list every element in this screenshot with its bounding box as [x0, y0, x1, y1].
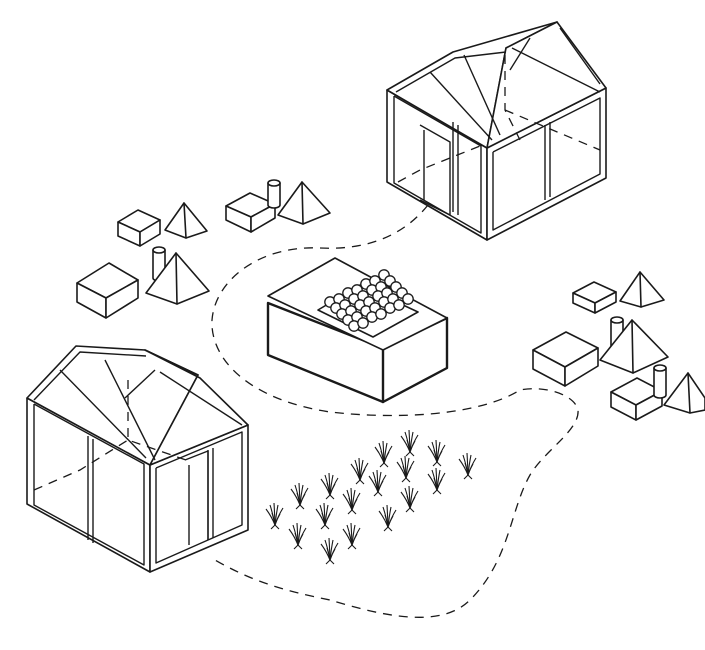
seedling: [400, 429, 419, 457]
seedling: [290, 482, 309, 510]
greenhouse-bottom-left-hidden-lines: [33, 380, 187, 491]
greenhouse-bottom-left-frame: [33, 351, 243, 566]
seedling: [320, 537, 339, 565]
crop-cluster: [324, 269, 414, 332]
greenhouse-large-top-right: [386, 21, 607, 241]
crop-ball: [393, 299, 405, 311]
seedling: [427, 439, 446, 467]
seedling-field: [265, 429, 477, 565]
seedling: [315, 502, 334, 530]
seedling: [350, 457, 369, 485]
greenhouse-top-right-frame: [393, 27, 601, 234]
seedling: [374, 440, 393, 468]
seedling: [368, 469, 387, 497]
seedling: [342, 487, 361, 515]
seedling: [396, 455, 415, 483]
storage-cluster-right: [532, 271, 705, 421]
dashed-walking-path: [211, 204, 579, 618]
greenhouse-large-bottom-left: [26, 345, 249, 573]
seedling: [320, 472, 339, 500]
seedling: [378, 504, 397, 532]
seedling: [288, 522, 307, 550]
seedling: [342, 522, 361, 550]
seedling: [458, 452, 477, 480]
greenhouse-top-right-hidden-lines: [397, 55, 601, 183]
seedling: [427, 467, 446, 495]
crop-ball: [375, 308, 387, 320]
crop-ball: [357, 317, 369, 329]
seedling: [400, 485, 419, 513]
crop-ball: [402, 293, 414, 305]
seedling: [265, 502, 284, 530]
storage-cluster-left: [76, 179, 331, 319]
